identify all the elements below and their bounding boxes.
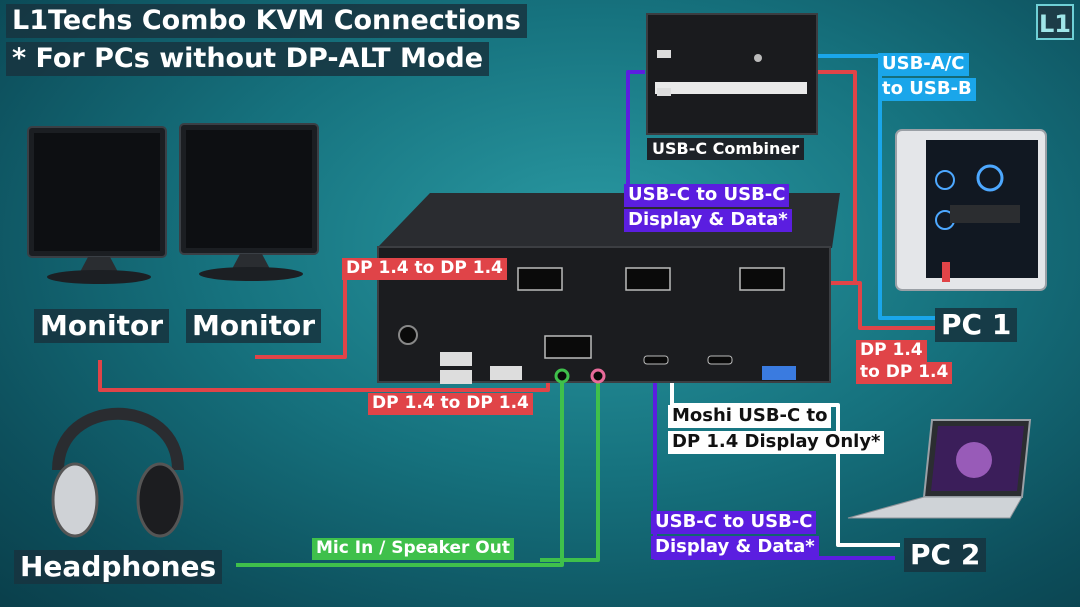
cable-audio-2 [540, 378, 600, 562]
usbc-top-label-2: Display & Data* [624, 209, 792, 232]
headphones-icon [51, 407, 184, 538]
cable-audio [236, 378, 564, 567]
dp-pc1-label-2: to DP 1.4 [856, 362, 953, 384]
monitor-right-label: Monitor [186, 309, 322, 344]
cable-usb-a-pc1 [818, 54, 935, 320]
logo-icon: L1 [1036, 4, 1074, 40]
page-subtitle: * For PCs without DP-ALT Mode [6, 42, 490, 76]
monitor-left-label: Monitor [34, 309, 170, 344]
cable-dp-combiner-pc1 [818, 70, 857, 283]
monitor-right-icon [179, 123, 319, 281]
dp-pc1-label-1: DP 1.4 [856, 340, 927, 362]
monitor-left-icon [27, 126, 167, 284]
combiner-label: USB-C Combiner [647, 138, 805, 161]
combiner-box-icon [646, 13, 818, 135]
usbc-top-label-1: USB-C to USB-C [624, 184, 790, 207]
moshi-label-2: DP 1.4 Display Only* [668, 431, 885, 454]
usbc-bottom-label-1: USB-C to USB-C [651, 511, 817, 534]
dp-top-label: DP 1.4 to DP 1.4 [342, 258, 507, 280]
audio-label: Mic In / Speaker Out [312, 538, 514, 560]
cable-usbc-combiner [626, 70, 645, 188]
usbc-bottom-label-2: Display & Data* [651, 536, 819, 559]
pc1-tower-icon [895, 129, 1047, 291]
pc1-label: PC 1 [935, 308, 1018, 343]
usb-a-label-1: USB-A/C [878, 53, 969, 76]
dp-bottom-label: DP 1.4 to DP 1.4 [368, 393, 533, 415]
headphones-label: Headphones [14, 550, 223, 585]
usb-a-label-2: to USB-B [878, 78, 976, 101]
page-title: L1Techs Combo KVM Connections [6, 4, 527, 38]
pc2-laptop-icon [847, 419, 1032, 519]
pc2-label: PC 2 [904, 538, 987, 573]
moshi-label-1: Moshi USB-C to [668, 405, 832, 428]
